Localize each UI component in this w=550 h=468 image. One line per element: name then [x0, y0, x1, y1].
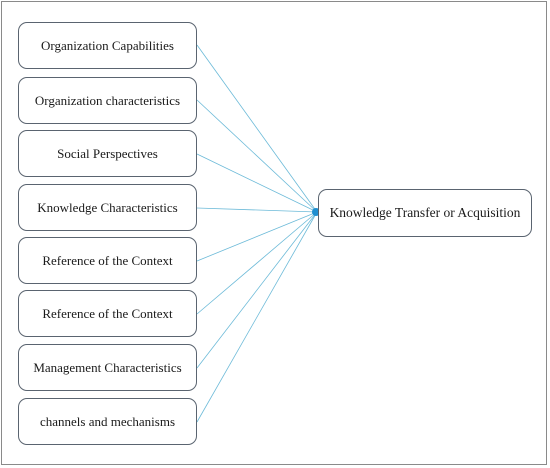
target-box-knowledge-transfer: Knowledge Transfer or Acquisition — [318, 189, 532, 237]
factor-label: Knowledge Characteristics — [37, 199, 178, 215]
factor-label: Reference of the Context — [42, 305, 173, 321]
connector-line — [196, 44, 318, 213]
factor-box-reference-of-context-1: Reference of the Context — [18, 237, 197, 284]
connector-line — [196, 211, 318, 423]
factor-box-organization-characteristics: Organization characteristics — [18, 77, 197, 124]
factor-box-reference-of-context-2: Reference of the Context — [18, 290, 197, 337]
factor-label: Management Characteristics — [33, 359, 182, 375]
factor-label: Reference of the Context — [42, 252, 173, 268]
factor-box-knowledge-characteristics: Knowledge Characteristics — [18, 184, 197, 231]
connector-line — [196, 207, 318, 213]
factor-label: Organization characteristics — [34, 92, 181, 108]
factor-box-social-perspectives: Social Perspectives — [18, 130, 197, 177]
connector-line — [196, 99, 318, 213]
factor-box-organization-capabilities: Organization Capabilities — [18, 22, 197, 69]
connector-line — [196, 153, 318, 213]
factor-box-channels-and-mechanisms: channels and mechanisms — [18, 398, 197, 445]
factor-box-management-characteristics: Management Characteristics — [18, 344, 197, 391]
factor-label: Social Perspectives — [57, 145, 158, 161]
target-label: Knowledge Transfer or Acquisition — [329, 205, 521, 220]
factor-label: Organization Capabilities — [41, 37, 174, 53]
connector-line — [196, 211, 318, 315]
connector-line — [196, 211, 318, 262]
connector-line — [196, 211, 318, 369]
factor-label: channels and mechanisms — [39, 413, 175, 429]
